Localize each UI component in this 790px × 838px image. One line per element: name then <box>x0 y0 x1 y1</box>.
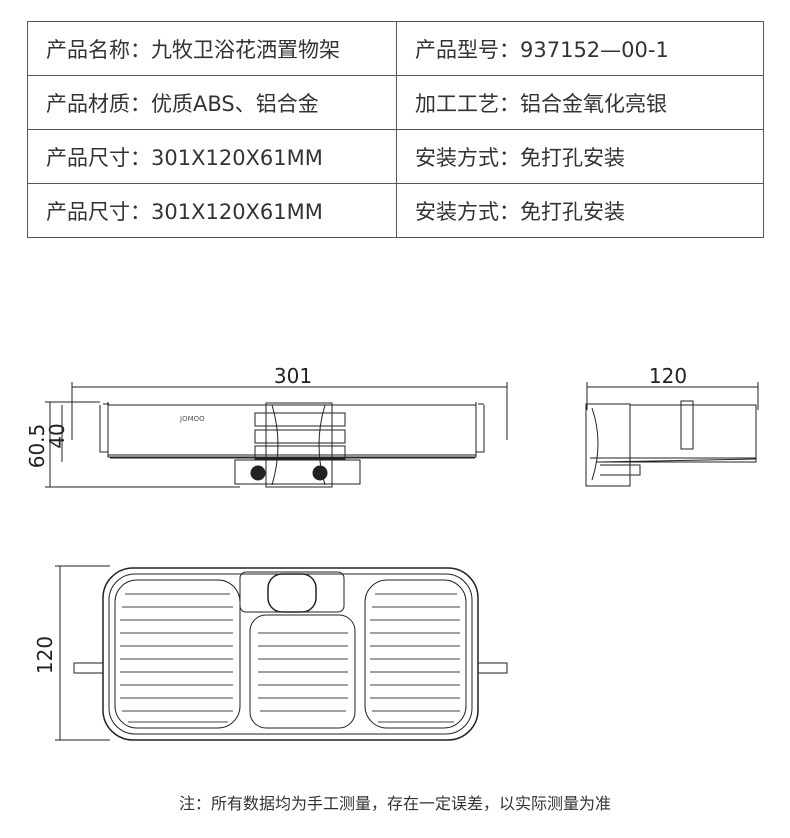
table-row: 产品名称：九牧卫浴花洒置物架产品型号：937152—00-1 <box>27 21 764 76</box>
front-height-total-label: 60.5 <box>25 424 49 469</box>
spec-cell: 产品型号：937152—00-1 <box>396 21 764 76</box>
side-depth-label: 120 <box>649 364 687 388</box>
measurement-note: 注：所有数据均为手工测量，存在一定误差，以实际测量为准 <box>178 794 611 813</box>
top-view: 120 <box>33 565 508 741</box>
spec-cell: 安装方式：免打孔安装 <box>396 183 764 238</box>
front-view: 301 60.5 40 JOMOO <box>25 364 508 488</box>
top-depth-label: 120 <box>33 636 57 674</box>
screw-icon <box>250 465 266 481</box>
spec-table: 产品名称：九牧卫浴花洒置物架产品型号：937152—00-1 产品材质：优质AB… <box>27 21 764 238</box>
front-width-label: 301 <box>274 364 312 388</box>
spec-cell: 产品材质：优质ABS、铝合金 <box>27 75 397 130</box>
side-view: 120 <box>585 364 759 487</box>
spec-cell: 安装方式：免打孔安装 <box>396 129 764 184</box>
front-height-inner-label: 40 <box>45 423 69 448</box>
spec-cell: 产品名称：九牧卫浴花洒置物架 <box>27 21 397 76</box>
brand-logo-text: JOMOO <box>179 415 205 423</box>
spec-cell: 产品尺寸：301X120X61MM <box>27 183 397 238</box>
screw-icon <box>312 465 328 481</box>
